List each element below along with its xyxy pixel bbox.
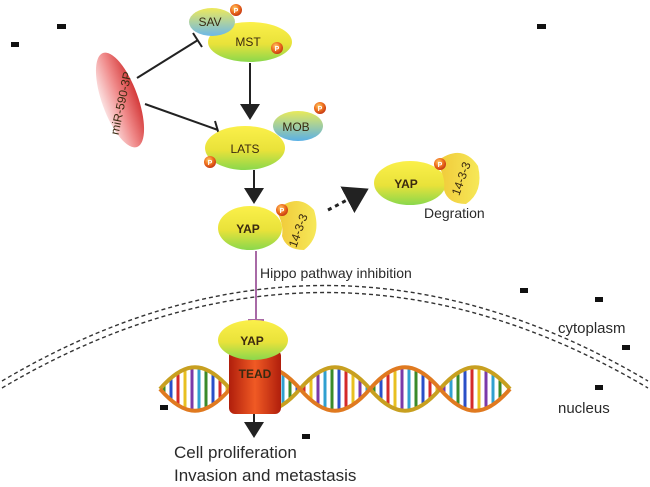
phospho-mob: P [314,102,326,114]
sav-node: SAV [189,8,235,36]
svg-text:P: P [438,162,443,169]
nuclear-membrane-outer [1,284,649,382]
yap-deg-label: YAP [394,177,418,191]
cytoplasm-label: cytoplasm [558,320,626,337]
outcome-proliferation: Cell proliferation [174,443,297,462]
mirna-inhibition-edges [136,32,221,139]
scan-marks [11,24,630,439]
tead-node: TEAD [229,350,281,414]
mirna-590-3p: miR-590-3P [95,52,145,148]
mob-label: MOB [282,120,309,134]
degradation-label: Degration [424,205,485,221]
hippo-label: Hippo pathway inhibition [260,265,412,281]
sav-label: SAV [198,15,221,29]
nucleus-label: nucleus [558,400,610,417]
yap-cyto-label: YAP [236,222,260,236]
edge-yap-degradation [327,186,369,214]
yap-nuclear-node: YAP [218,320,288,360]
lats-label: LATS [230,142,259,156]
svg-text:P: P [234,8,239,15]
lats-node: LATS [205,126,285,170]
phospho-sav: P [230,4,242,16]
svg-text:P: P [208,160,213,167]
phospho-mst: P [271,42,283,54]
yap-degraded-complex: YAP 14-3-3 P [374,152,480,205]
svg-text:P: P [318,106,323,113]
dna-helix [158,365,512,413]
mst-label: MST [235,35,261,49]
yap-nuc-label: YAP [240,334,264,348]
mob-node: MOB [273,111,323,141]
hippo-inhibition-edge [248,251,264,321]
outcome-invasion: Invasion and metastasis [174,466,356,485]
svg-text:P: P [275,46,280,53]
yap-1433-complex: YAP 14-3-3 P [218,201,317,250]
phospho-lats: P [204,156,216,168]
mst-node: MST [208,22,292,62]
svg-text:P: P [280,208,285,215]
tead-label: TEAD [239,367,272,381]
